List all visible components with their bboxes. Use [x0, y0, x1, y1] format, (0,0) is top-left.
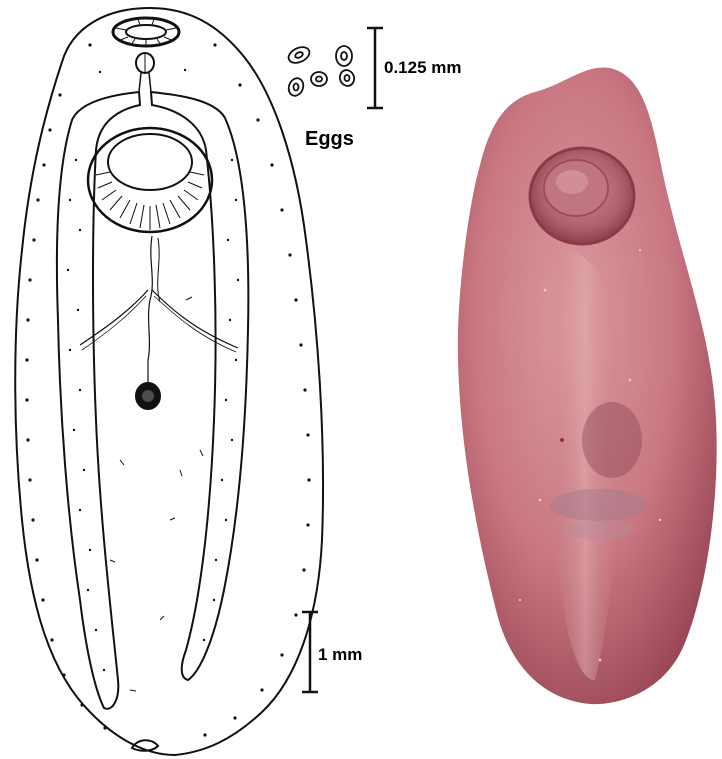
ventral-sucker-lumen: [108, 134, 192, 190]
vitelline-duct-right: [152, 290, 238, 348]
fluke-drawing: [15, 8, 323, 755]
egg: [338, 68, 357, 88]
body-scale-label: 1 mm: [318, 645, 362, 665]
body-scale-bar: [302, 612, 318, 692]
eggs-illustration: [286, 44, 356, 98]
drawing-body-outline: [15, 8, 323, 755]
oral-sucker-lumen: [126, 25, 166, 39]
specimen-photo: [458, 67, 717, 704]
egg-scale-bar: [367, 28, 383, 108]
eggs-label: Eggs: [305, 128, 354, 151]
tegument-marks: [110, 297, 203, 691]
vitelline-duct-left: [80, 290, 148, 345]
egg: [311, 72, 327, 86]
egg-scale-label: 0.125 mm: [384, 58, 462, 78]
egg: [286, 44, 312, 66]
uterus: [148, 236, 152, 385]
egg: [336, 46, 352, 66]
egg: [286, 76, 305, 98]
